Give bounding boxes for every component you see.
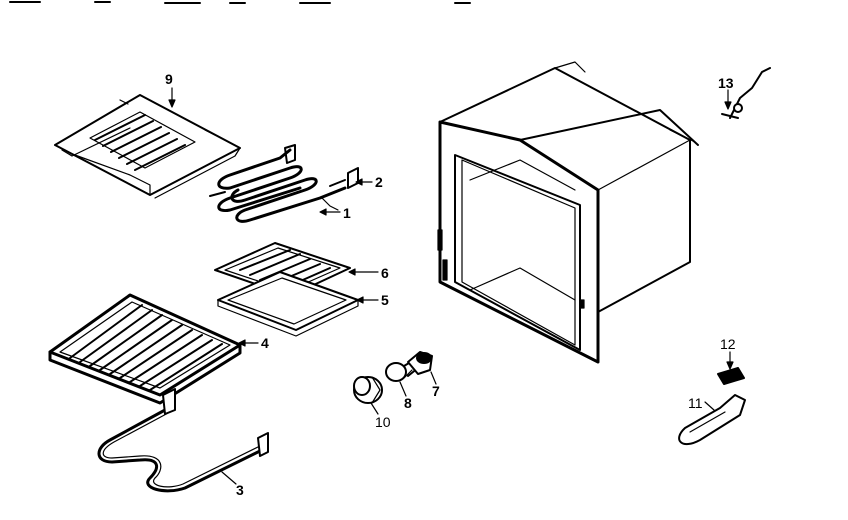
callout-2: 2 [375,174,383,190]
callout-10: 10 [375,414,391,430]
callout-5: 5 [381,292,389,308]
part-12-clip [717,367,745,385]
part-4-oven-rack [48,293,242,405]
part-10-knob [353,376,383,404]
part-2-element-bracket [329,167,359,189]
part-5-broil-pan [217,271,359,337]
part-11-trim-piece [678,394,746,446]
shield-plate-vents [89,111,196,171]
part-3-bake-element [97,388,269,493]
callout-4: 4 [261,335,269,351]
callout-8: 8 [404,395,412,411]
callout-9: 9 [165,71,173,87]
callout-7: 7 [432,383,440,399]
callout-3: 3 [236,482,244,498]
callout-13: 13 [718,75,734,91]
callout-12: 12 [720,336,736,352]
oven-rack-wires [69,304,223,391]
callout-11: 11 [688,395,703,411]
callout-1: 1 [343,205,351,221]
part-1-broil-element [209,144,347,223]
part-9-shield-plate [54,94,241,199]
leader-lines [168,87,734,485]
oven-cavity [437,61,699,364]
part-13-lamp-wire [721,67,771,119]
top-edge-fragments [9,1,471,4]
callout-6: 6 [381,265,389,281]
callout-labels: 9 1 2 6 5 4 3 7 8 10 11 12 13 [165,71,736,498]
part-7-lamp-socket [403,351,433,379]
